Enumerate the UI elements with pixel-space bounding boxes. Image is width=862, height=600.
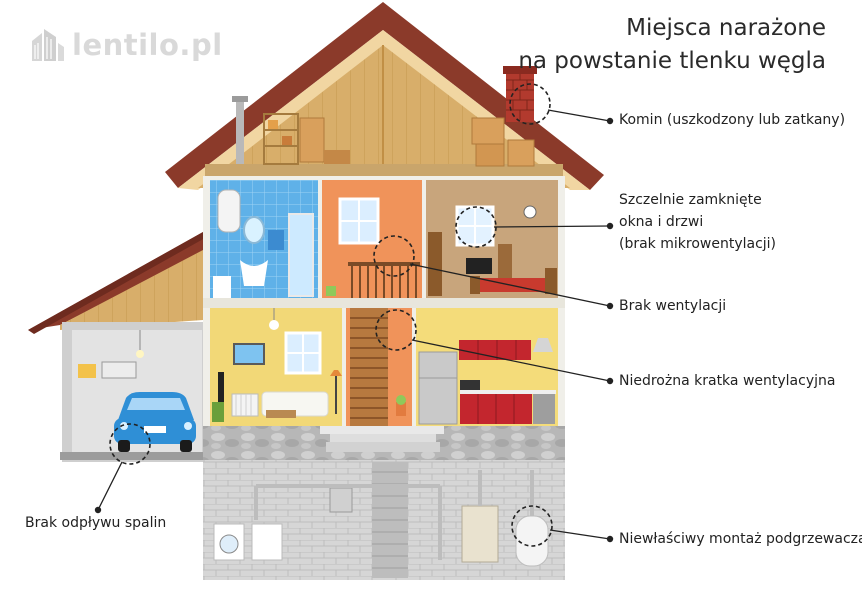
title-line-1: Miejsca narażone (626, 15, 826, 41)
garage (60, 322, 210, 462)
label-chimney: Komin (uszkodzony lub zatkany) (619, 112, 846, 128)
foundation (203, 426, 565, 460)
title-line-2: na powstanie tlenku węgla (518, 48, 826, 74)
attic-items (232, 96, 535, 167)
label-heater: Niewłaściwy montaż podgrzewacza (619, 531, 862, 547)
callout-dots (94, 117, 614, 543)
callout-circle-vent-grill (375, 309, 417, 351)
chimney (503, 66, 537, 122)
leader-chimney (547, 109, 611, 122)
leader-ventilation (409, 263, 611, 307)
callout-circle-heater (511, 505, 553, 547)
stairwell (346, 308, 412, 426)
bathroom (210, 180, 318, 298)
label-windows-line-3: (brak mikrowentylacji) (619, 236, 777, 252)
leader-heater (549, 529, 611, 540)
callout-circle-chimney (509, 83, 551, 125)
label-windows-line-1: Szczelnie zamknięte (619, 192, 762, 208)
leader-exhaust (97, 461, 123, 511)
callout-circle-exhaust (109, 423, 151, 465)
logo: lentilo.pl (30, 27, 223, 63)
callout-circles (109, 83, 553, 547)
logo-text: lentilo.pl (72, 28, 223, 62)
callout-lines (97, 109, 611, 540)
callout-circle-ventilation (373, 235, 415, 277)
diagram-title: Miejsca narażone na powstanie tlenku węg… (486, 12, 826, 78)
label-windows-line-2: okna i drzwi (619, 214, 704, 230)
car (114, 392, 196, 452)
kitchen (416, 308, 558, 426)
leader-vent-grill (411, 339, 611, 382)
stair-hall-upper (322, 180, 422, 298)
living-room (210, 308, 342, 426)
bedroom (426, 180, 558, 298)
basement (203, 460, 565, 580)
label-vent-grill: Niedrożna kratka wentylacyjna (619, 373, 836, 389)
building-icon (32, 29, 64, 61)
garage-roof (28, 232, 205, 334)
label-exhaust: Brak odpływu spalin (25, 515, 167, 531)
label-ventilation: Brak wentylacji (619, 298, 727, 314)
leader-window (493, 225, 611, 228)
floor-slab (203, 298, 565, 308)
